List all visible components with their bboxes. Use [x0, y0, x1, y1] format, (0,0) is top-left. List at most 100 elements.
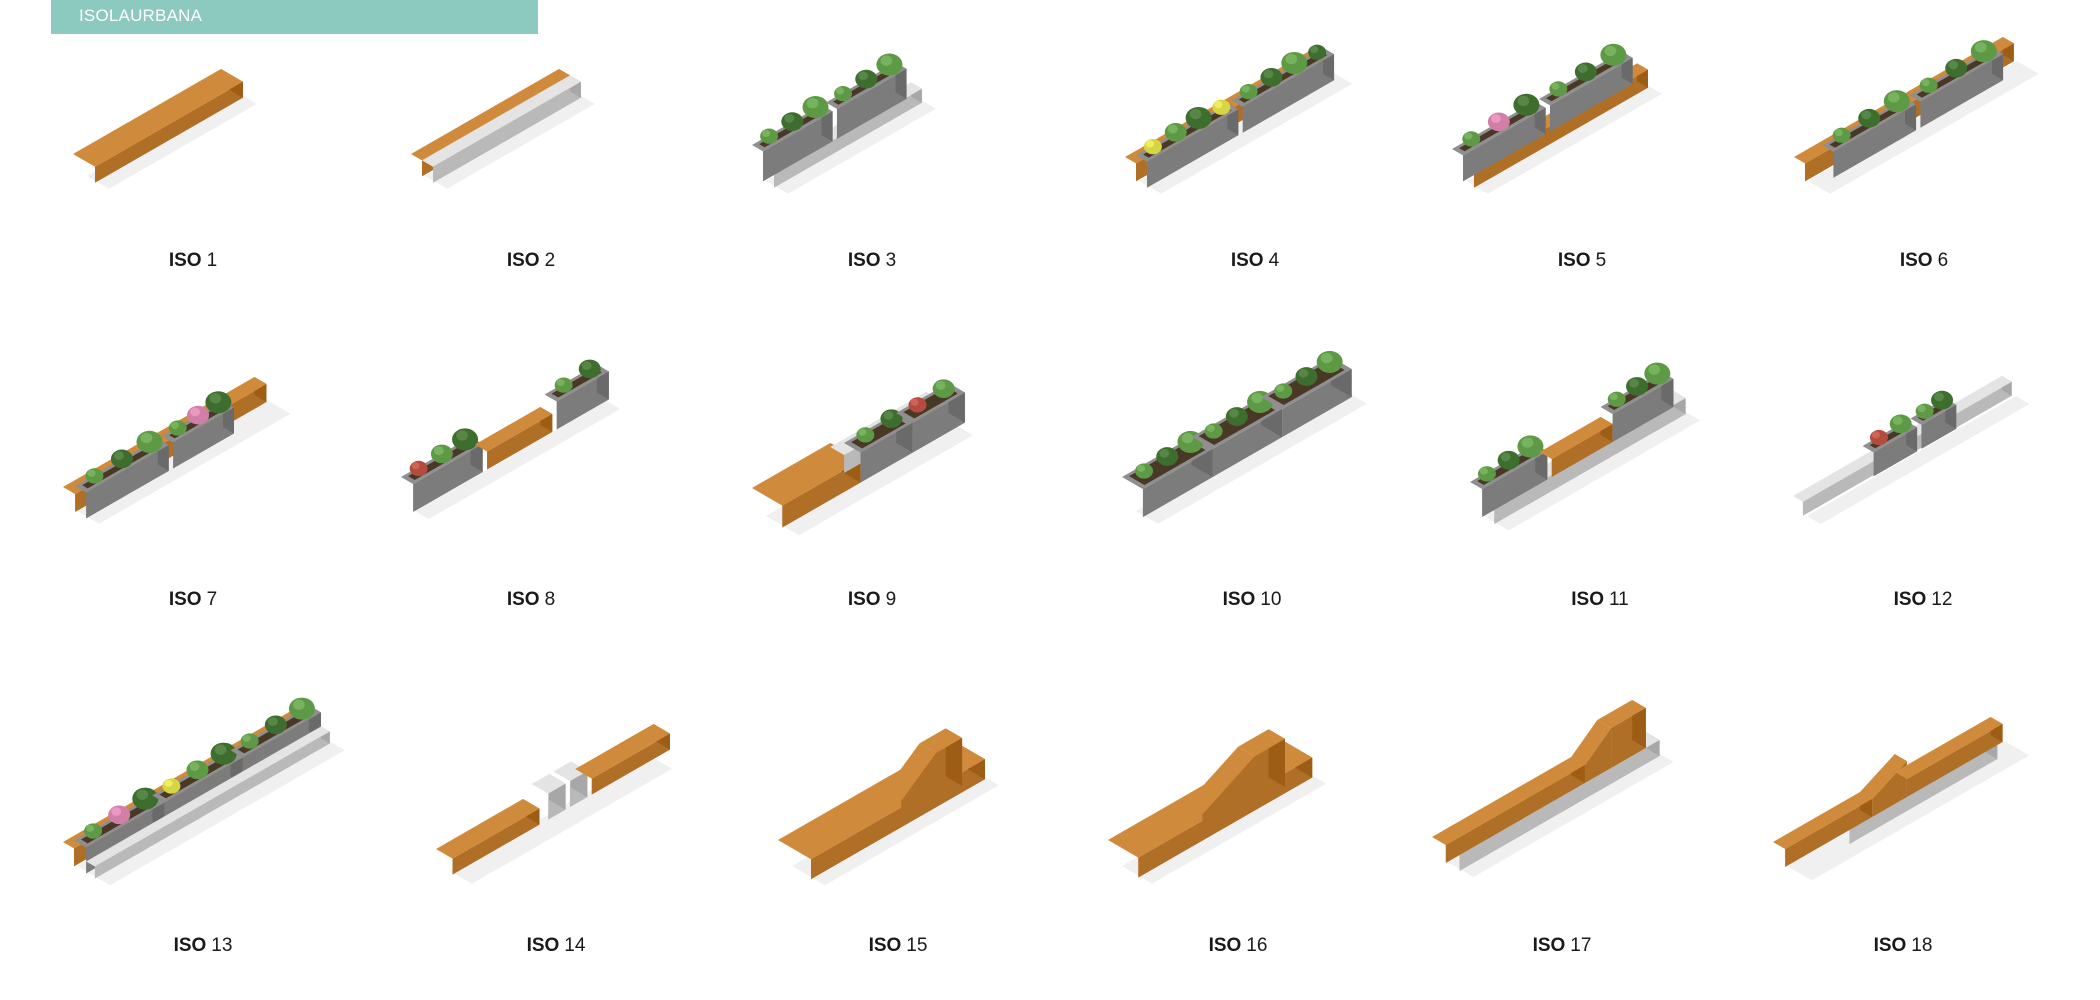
seat-module [531, 774, 566, 820]
product-number: 18 [1911, 935, 1933, 956]
product-prefix: ISO [526, 935, 560, 956]
wood-bench-module [73, 69, 243, 183]
product-number: 16 [1246, 935, 1268, 956]
product-prefix: ISO [1571, 589, 1604, 610]
product-number: 13 [211, 935, 233, 956]
wood-bench-module [919, 728, 963, 801]
product-number: 10 [1260, 589, 1282, 610]
bench-lounger-concrete-icon [1432, 700, 1674, 877]
planter-module [1122, 430, 1213, 518]
product-number: 4 [1268, 250, 1280, 271]
product-prefix: ISO [847, 250, 881, 271]
concrete-bench-module [422, 75, 581, 183]
wood-bench-module [1432, 757, 1585, 863]
planter-module [74, 787, 165, 874]
wood-bench-module [474, 407, 553, 470]
planter-module [1539, 43, 1633, 132]
product-prefix: ISO [868, 935, 902, 956]
product-number: 15 [906, 935, 928, 956]
header-title: ISOLAURBANA [79, 6, 203, 25]
bench-double-planter-icon [752, 53, 936, 194]
planter-module [75, 430, 169, 519]
planter-module [1261, 350, 1352, 438]
product-number: 7 [206, 589, 218, 610]
bench-wood-planters-icon [752, 379, 973, 536]
planter-module [1452, 93, 1546, 182]
product-prefix: ISO [1230, 250, 1264, 271]
lounger-module [1185, 746, 1255, 835]
product-prefix: ISO [168, 589, 202, 610]
product-number: 12 [1931, 589, 1953, 610]
bench-large-garden-icon [63, 697, 345, 886]
product-number: 2 [544, 250, 556, 271]
lounger-module [1571, 720, 1612, 783]
bench-triple-planter-icon [1122, 350, 1367, 524]
wood-bench-module [436, 799, 540, 875]
product-number: 17 [1570, 935, 1592, 956]
wood-bench-module [575, 724, 670, 795]
bench-linear-planters-icon [401, 359, 621, 519]
planter-module [162, 391, 234, 469]
product-prefix: ISO [1899, 250, 1933, 271]
bench-concrete-planters-icon [1793, 376, 2030, 524]
product-number: 6 [1937, 250, 1949, 271]
bench-wood-single-icon [73, 69, 257, 189]
planter-module [1470, 435, 1548, 518]
product-number: 1 [206, 250, 218, 271]
bench-with-seats-icon [436, 724, 673, 884]
wood-bench-module [1539, 417, 1613, 478]
product-prefix: ISO [506, 250, 540, 271]
bench-lounger-concrete-icon [1773, 717, 2030, 881]
product-number: 9 [885, 589, 897, 610]
product-prefix: ISO [1208, 935, 1242, 956]
bench-wood-planters-icon [1794, 37, 2039, 194]
lounger-module [884, 743, 936, 821]
product-number: 14 [564, 935, 586, 956]
product-number: 5 [1595, 250, 1607, 271]
product-prefix: ISO [1873, 935, 1907, 956]
product-prefix: ISO [1222, 589, 1256, 610]
header-bar: ISOLAURBANA [51, 0, 538, 34]
product-prefix: ISO [847, 589, 881, 610]
concrete-bench-module [86, 726, 330, 879]
bench-wood-concrete-icon [411, 69, 595, 189]
product-number: 3 [885, 250, 897, 271]
planter-module [896, 379, 965, 453]
bench-wood-planters-icon [63, 377, 291, 524]
bench-lounger-icon [1108, 729, 1327, 884]
planter-module [1822, 90, 1917, 178]
product-prefix: ISO [173, 935, 207, 956]
product-number: 8 [544, 589, 556, 610]
product-prefix: ISO [1893, 589, 1927, 610]
planter-module [544, 359, 609, 430]
planter-module [1231, 44, 1335, 133]
planter-module [844, 409, 913, 483]
planter-module [752, 96, 833, 182]
planter-module [1136, 99, 1239, 188]
product-prefix: ISO [168, 250, 202, 271]
product-prefix: ISO [1532, 935, 1566, 956]
planter-module [1862, 414, 1918, 477]
bench-wood-planters-icon [1125, 44, 1353, 194]
product-prefix: ISO [1557, 250, 1591, 271]
planter-module [825, 53, 907, 139]
bench-lounger-icon [778, 728, 999, 886]
planter-module [1910, 390, 1957, 449]
planter-module [401, 428, 483, 513]
wood-bench-module [1238, 729, 1285, 805]
